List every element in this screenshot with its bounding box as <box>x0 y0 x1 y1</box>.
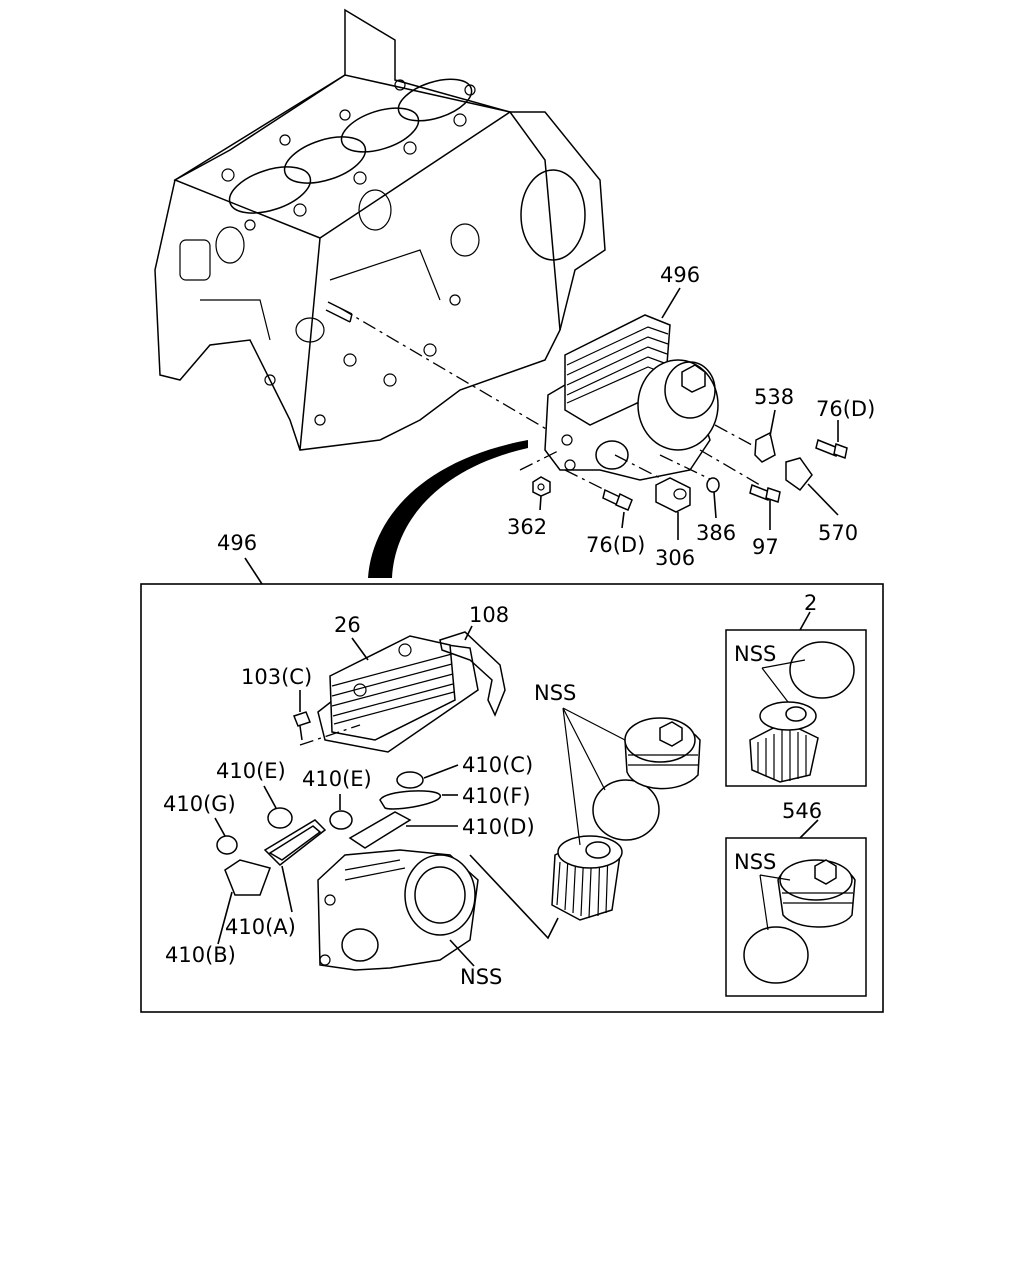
plug-306 <box>655 477 691 513</box>
bracket-538 <box>754 431 776 463</box>
label-26: 26 <box>334 613 361 637</box>
label-546: 546 <box>782 799 822 823</box>
bolt-103c <box>293 711 361 746</box>
bolt-76d-right <box>815 438 839 458</box>
label-108: 108 <box>469 603 509 627</box>
label-410e-b: 410(E) <box>302 767 372 791</box>
label-410b: 410(B) <box>165 943 236 967</box>
seal-rings <box>216 771 441 896</box>
detail-callout-arrow <box>368 440 528 578</box>
label-570: 570 <box>818 521 858 545</box>
bolt-97 <box>749 483 771 502</box>
engine-block-illustration <box>154 8 606 451</box>
oil-cooler-core-26 <box>317 635 479 753</box>
label-410e-a: 410(E) <box>216 759 286 783</box>
label-386: 386 <box>696 521 736 545</box>
label-306: 306 <box>655 546 695 570</box>
label-nss-housing: NSS <box>460 965 502 989</box>
filter-cap <box>624 717 701 790</box>
gasket-410f <box>379 790 441 810</box>
kit-2-parts <box>749 641 855 783</box>
label-nss-kit546: NSS <box>734 850 776 874</box>
label-410g: 410(G) <box>163 792 236 816</box>
sensor-570 <box>785 457 813 492</box>
hardware-parts <box>532 431 848 513</box>
label-103c: 103(C) <box>241 665 312 689</box>
housing-to-filter-leader <box>469 854 559 940</box>
gasket-410d <box>348 811 412 849</box>
label-97: 97 <box>752 535 779 559</box>
label-76d-bottom: 76(D) <box>586 533 645 557</box>
oring-410c <box>396 771 424 789</box>
detail-frame <box>140 583 884 1013</box>
label-nss-main: NSS <box>534 681 576 705</box>
label-leaders <box>214 287 839 967</box>
gasket-410b <box>224 859 271 896</box>
label-410a: 410(A) <box>225 915 296 939</box>
kit-546-parts <box>743 859 856 984</box>
nss-main-leaders <box>562 707 626 846</box>
kit-546-frame <box>725 837 867 997</box>
gasket-410a <box>263 819 327 866</box>
oring-410g <box>216 835 238 855</box>
filter-element <box>551 835 623 921</box>
label-410c: 410(C) <box>462 753 533 777</box>
filter-housing <box>317 849 479 971</box>
oring-410e-right <box>329 810 353 830</box>
label-2: 2 <box>804 591 817 615</box>
label-410f: 410(F) <box>462 784 531 808</box>
label-410d: 410(D) <box>462 815 535 839</box>
filter-oring <box>592 779 660 841</box>
label-496-box: 496 <box>217 531 257 555</box>
oring-410e-left <box>267 807 293 829</box>
label-496-top: 496 <box>660 263 700 287</box>
oil-cooler-assembly-illustration <box>544 314 719 481</box>
label-538: 538 <box>754 385 794 409</box>
nut-362 <box>532 476 551 497</box>
label-nss-kit2: NSS <box>734 642 776 666</box>
kit-2-frame <box>725 629 867 787</box>
washer-386 <box>706 477 720 493</box>
label-362: 362 <box>507 515 547 539</box>
gasket-108 <box>439 631 506 717</box>
label-76d-right: 76(D) <box>816 397 875 421</box>
part-labels: 496 538 76(D) 362 76(D) 306 386 97 570 4… <box>163 263 875 989</box>
